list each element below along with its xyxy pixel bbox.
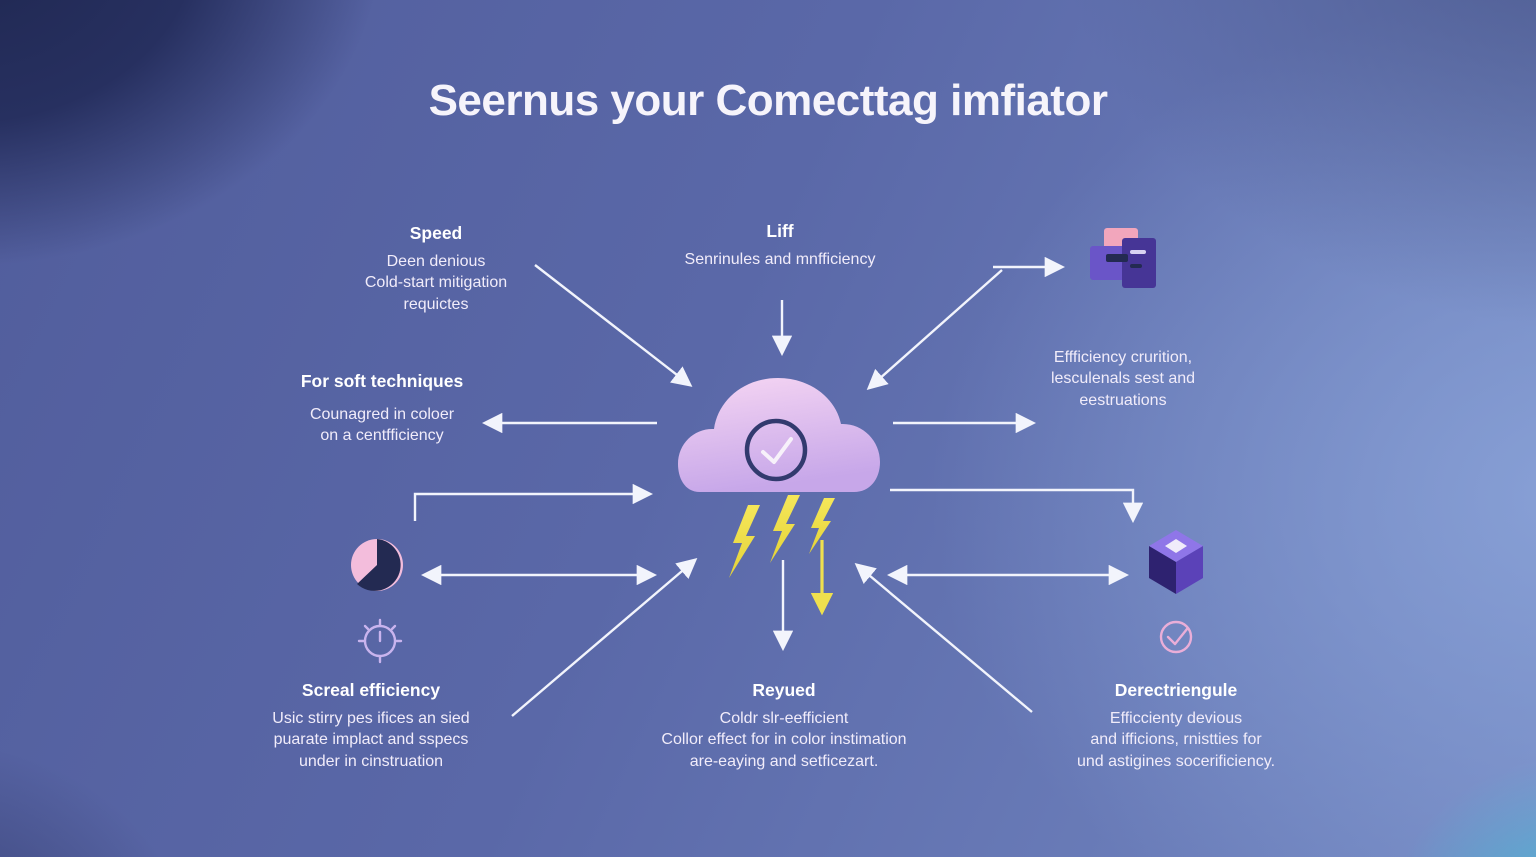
node-screal-line: Usic stirry pes ifices an sied [272,710,470,727]
node-screal-line: under in cinstruation [298,752,444,770]
node-liff-heading: Liff [766,221,794,241]
node-efficiency-line: Effficiency crurition, [1053,349,1193,366]
check-circle-icon [1159,620,1193,654]
arrow-topright-to-cloud [866,269,1003,391]
node-reyued-line: are-eaying and setficezart. [689,752,879,770]
node-efficiency: Effficiency crurition, lesculenals sest … [990,347,1256,411]
node-reyued-heading: Reyued [752,680,816,700]
node-reyued-line: Coldr slr-eefficient [719,710,849,727]
arrow-bottomright-to-cloud [854,563,1033,713]
page-title: Seernus your Comecttag imfiator [428,76,1108,125]
cube-icon [1149,530,1203,594]
cloud-check-icon [678,378,880,492]
arrow-speed-to-cloud [534,264,693,387]
modules-icon [1090,228,1156,288]
node-speed-line: Cold-start mitigation [364,274,508,292]
node-reyued-line: Collor effect for in color instimation [661,731,907,749]
node-soft-techniques: For soft techniques Counagred in coloer … [262,371,502,447]
node-screal: Screal efficiency Usic stirry pes ifices… [230,680,512,772]
arrow-bottomleft-to-cloud [511,558,698,717]
node-speed-heading: Speed [409,223,463,243]
arrow-right-bracket [890,488,1144,524]
node-liff: Liff Senrinules and mnfficiency [648,221,912,270]
node-screal-heading: Screal efficiency [301,680,441,700]
lightning-bolts-icon [729,495,835,578]
node-derectriengule-line: Efficcienty devious [1109,710,1243,727]
node-derectriengule-line: und astigines socerificiency. [1076,752,1276,770]
node-derectriengule: Derectriengule Efficcienty devious and i… [1026,680,1326,772]
node-soft-techniques-line: Counagred in coloer [309,406,455,423]
node-screal-line: puarate implact and sspecs [273,731,469,749]
node-derectriengule-line: and ifficions, rnistties for [1090,731,1262,749]
arrow-left-bracket [413,483,654,521]
node-derectriengule-heading: Derectriengule [1114,680,1238,700]
pie-clock-icon [351,539,403,591]
node-reyued: Reyued Coldr slr-eefficient Collor effec… [614,680,954,772]
connector-arrows [413,256,1144,717]
node-efficiency-line: lesculenals sest and [1050,370,1196,388]
node-speed: Speed Deen denious Cold-start mitigation… [320,223,552,315]
node-efficiency-line: eestruations [1079,391,1167,409]
node-speed-line: Deen denious [386,253,486,270]
node-soft-techniques-line: on a centfficiency [320,427,444,445]
node-soft-techniques-heading: For soft techniques [300,371,464,391]
node-speed-line: requictes [403,295,469,313]
timer-icon [357,618,403,664]
node-liff-line: Senrinules and mnfficiency [684,251,876,268]
